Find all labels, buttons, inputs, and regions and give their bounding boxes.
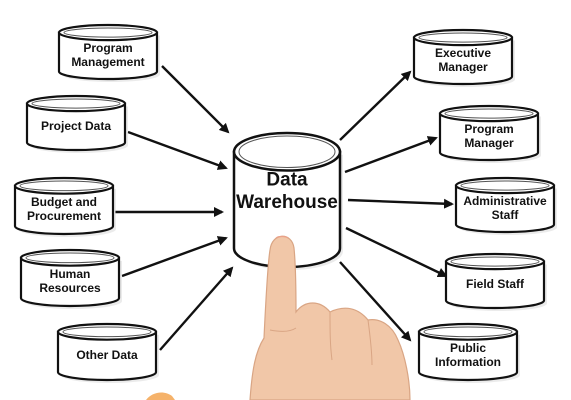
consumer-cylinder-public-information-label-line-1: Public: [450, 341, 486, 355]
arrow-warehouse-to-executive-manager: [339, 70, 412, 141]
consumer-cylinder-program-manager-label-line-2: Manager: [464, 136, 514, 150]
arrow-warehouse-to-public-information: [339, 261, 412, 342]
arrow-program-management-to-warehouse: [161, 65, 230, 134]
consumer-cylinder-field-staff: Field Staff: [444, 252, 547, 311]
consumer-cylinder-administrative-staff-label-line-1: Administrative: [463, 194, 547, 208]
data-warehouse-cylinder-lid: [232, 131, 342, 172]
data-warehouse-cylinder-label-line-2: Warehouse: [236, 192, 338, 213]
consumer-cylinder-field-staff-body: [444, 260, 546, 310]
consumer-cylinder-executive-manager-label-line-2: Manager: [438, 60, 488, 74]
consumer-cylinder-field-staff-lid-inner: [450, 256, 540, 267]
source-cylinder-program-management-body: [57, 31, 159, 81]
source-cylinder-budget-and-procurement-body: [13, 184, 115, 236]
consumer-cylinder-administrative-staff-label-line-2: Staff: [492, 208, 520, 222]
consumer-cylinder-public-information-body: [417, 330, 519, 382]
consumer-cylinder-program-manager-lid: [438, 104, 540, 123]
source-cylinder-project-data-label-line-1: Project Data: [41, 119, 111, 133]
data-warehouse-cylinder-lid-inner: [238, 135, 336, 169]
arrow-human-resources-to-warehouse: [121, 236, 228, 278]
source-cylinder-project-data-lid-inner: [31, 98, 121, 109]
consumer-cylinder-public-information-label-line-2: Information: [435, 355, 501, 369]
source-cylinder-budget-and-procurement-label-line-2: Procurement: [27, 209, 101, 223]
source-cylinder-project-data-lid: [25, 94, 127, 113]
consumer-cylinder-administrative-staff-lid: [454, 176, 556, 195]
consumer-cylinder-program-manager-lid-inner: [444, 108, 534, 119]
source-cylinder-human-resources-label-line-1: Human: [50, 267, 91, 281]
source-cylinder-other-data-body: [56, 330, 158, 382]
data-warehouse-cylinder-label-line-1: Data: [266, 169, 308, 190]
source-cylinder-human-resources-lid-inner: [25, 252, 115, 264]
consumer-cylinder-public-information-lid-inner: [423, 326, 513, 338]
arrow-warehouse-to-administrative-staff: [347, 198, 454, 209]
consumer-cylinder-program-manager-body: [438, 112, 540, 162]
source-cylinder-project-data: Project Data: [25, 94, 128, 153]
source-cylinder-other-data-lid-inner: [62, 326, 152, 338]
consumer-cylinder-executive-manager-lid: [412, 28, 514, 47]
source-cylinder-other-data: Other Data: [56, 322, 159, 383]
consumer-cylinder-administrative-staff-lid-inner: [460, 180, 550, 191]
source-cylinder-program-management-label-line-1: Program: [83, 41, 132, 55]
pointing-hand-image: [249, 235, 411, 400]
source-cylinder-budget-and-procurement-label-line-1: Budget and: [31, 195, 97, 209]
source-cylinder-project-data-body: [25, 102, 127, 152]
arrow-warehouse-to-field-staff: [345, 226, 448, 278]
consumer-cylinder-administrative-staff-body: [454, 184, 556, 234]
source-cylinder-budget-and-procurement-lid: [13, 176, 115, 195]
arrow-other-data-to-warehouse: [159, 266, 234, 351]
source-cylinder-human-resources-body: [19, 256, 121, 308]
arrow-project-data-to-warehouse: [127, 130, 228, 170]
connector-arrows: [115, 65, 454, 351]
source-cylinder-other-data-label-line-1: Other Data: [76, 348, 138, 362]
source-cylinder-other-data-lid: [56, 322, 158, 341]
consumer-cylinder-field-staff-label-line-1: Field Staff: [466, 277, 525, 291]
consumer-cylinder-executive-manager-label-line-1: Executive: [435, 46, 491, 60]
bottom-edge-shape: [146, 392, 175, 400]
source-cylinder-budget-and-procurement-lid-inner: [19, 180, 109, 192]
consumer-cylinder-public-information-lid: [417, 322, 519, 341]
consumer-cylinder-program-manager-label-line-1: Program: [464, 122, 513, 136]
consumer-cylinder-executive-manager-body: [412, 36, 514, 86]
source-cylinder-program-management-lid-inner: [63, 27, 153, 38]
source-cylinder-human-resources-label-line-2: Resources: [39, 281, 101, 295]
consumer-cylinder-field-staff-lid: [444, 252, 546, 271]
source-cylinder-program-management-label-line-2: Management: [71, 55, 144, 69]
arrow-warehouse-to-program-manager: [344, 136, 438, 174]
source-cylinder-human-resources-lid: [19, 248, 121, 267]
source-cylinder-program-management-lid: [57, 23, 159, 42]
consumer-cylinder-executive-manager-lid-inner: [418, 32, 508, 43]
